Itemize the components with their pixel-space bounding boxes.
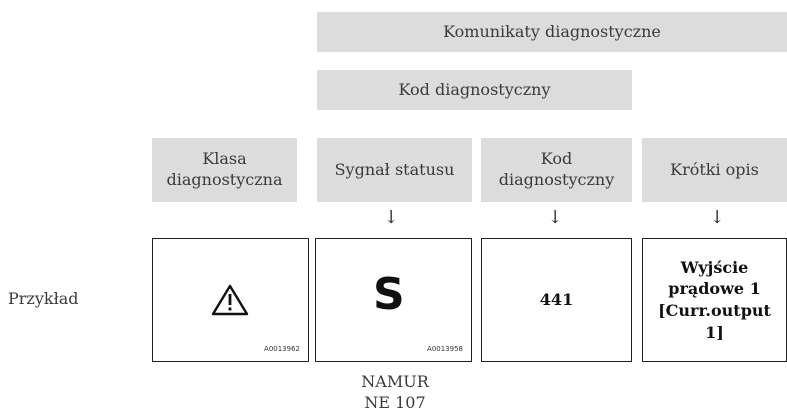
arrow-down-icon: ↓ xyxy=(707,209,727,227)
column-header-status-signal-text: Sygnał statusu xyxy=(334,159,455,179)
status-image-code: A0013958 xyxy=(427,345,463,353)
status-signal-letter: S xyxy=(373,269,405,320)
diagnostic-class-box: A0013962 xyxy=(152,238,309,362)
header-band-diagnostic-code-text: Kod diagnostyczny xyxy=(398,79,551,99)
warning-image-code: A0013962 xyxy=(264,345,300,353)
status-signal-box: S A0013958 xyxy=(315,238,472,362)
diagnostic-code-value: 441 xyxy=(539,290,574,310)
diagnostic-code-box: 441 xyxy=(481,238,632,362)
warning-triangle-icon xyxy=(211,284,249,316)
short-description-box: Wyjście prądowe 1 [Curr.output 1] xyxy=(642,238,787,362)
column-header-diagnostic-class-text: Klasa diagnostyczna xyxy=(166,149,283,189)
arrow-down-icon: ↓ xyxy=(381,209,401,227)
column-header-diagnostic-code-text: Kod diagnostyczny xyxy=(498,149,615,189)
arrow-down-glyph: ↓ xyxy=(383,207,399,228)
header-band-diagnostic-messages-text: Komunikaty diagnostyczne xyxy=(443,21,661,41)
column-header-diagnostic-code: Kod diagnostyczny xyxy=(481,138,632,202)
namur-standard-label: NAMUR NE 107 xyxy=(361,372,429,412)
arrow-down-icon: ↓ xyxy=(545,209,565,227)
column-header-short-description-text: Krótki opis xyxy=(670,159,759,179)
header-band-diagnostic-code: Kod diagnostyczny xyxy=(317,70,632,110)
column-header-short-description: Krótki opis xyxy=(642,138,787,202)
row-label-example: Przykład xyxy=(8,289,79,308)
header-band-diagnostic-messages: Komunikaty diagnostyczne xyxy=(317,12,787,52)
column-header-status-signal: Sygnał statusu xyxy=(317,138,472,202)
arrow-down-glyph: ↓ xyxy=(547,207,563,228)
short-description-value: Wyjście prądowe 1 [Curr.output 1] xyxy=(658,257,771,342)
column-header-diagnostic-class: Klasa diagnostyczna xyxy=(152,138,297,202)
arrow-down-glyph: ↓ xyxy=(709,207,725,228)
